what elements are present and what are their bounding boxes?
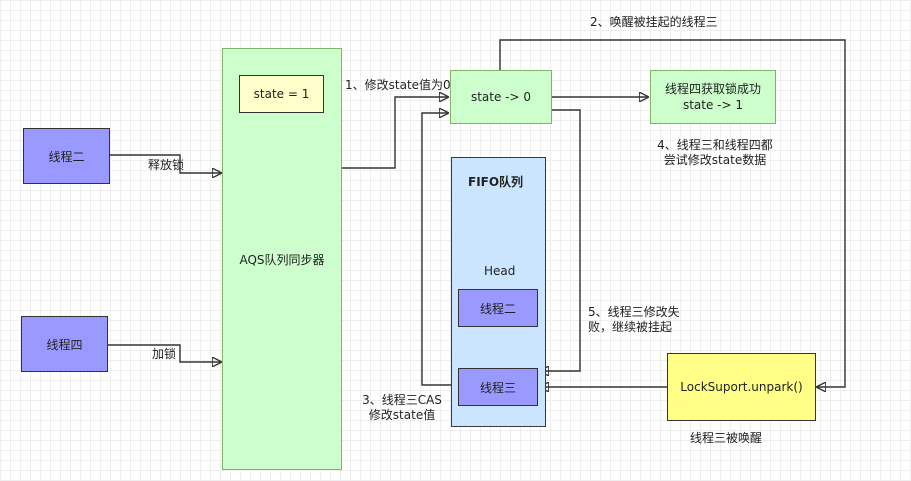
step5-label: 5、线程三修改失 败，继续被挂起 xyxy=(588,305,680,335)
step4-line2: 尝试修改state数据 xyxy=(663,153,767,167)
state-to-0-label: state -> 0 xyxy=(470,90,532,104)
step3-line1: 3、线程三CAS xyxy=(362,393,442,407)
step2-label: 2、唤醒被挂起的线程三 xyxy=(590,15,718,29)
thread3-woken-label: 线程三被唤醒 xyxy=(690,431,763,445)
state-to-0-box: state -> 0 xyxy=(450,70,552,124)
aqs-label: AQS队列同步器 xyxy=(239,252,325,267)
step3-label: 3、线程三CAS 修改state值 xyxy=(352,393,452,423)
queue-thread3-box: 线程三 xyxy=(458,368,538,406)
thread4-box: 线程四 xyxy=(21,316,108,372)
step2-arrow xyxy=(499,39,846,387)
thread4-acquire-line2: state -> 1 xyxy=(682,98,744,112)
thread2-box: 线程二 xyxy=(23,128,110,184)
thread4-acquire-line1: 线程四获取锁成功 xyxy=(664,82,761,96)
thread4-label: 线程四 xyxy=(46,337,83,352)
step4-line1: 4、线程三和线程四都 xyxy=(657,138,773,152)
step5-line1: 5、线程三修改失 xyxy=(588,305,680,319)
step4-label: 4、线程三和线程四都 尝试修改state数据 xyxy=(640,138,790,168)
aqs-box: AQS队列同步器 xyxy=(222,48,342,470)
step3-arrow xyxy=(421,113,458,386)
add-lock-label: 加锁 xyxy=(152,347,177,361)
add-lock-arrow xyxy=(108,344,221,362)
state-eq-1-label: state = 1 xyxy=(253,87,310,101)
state-eq-1-box: state = 1 xyxy=(239,75,324,113)
unpark-label: LockSuport.unpark() xyxy=(680,380,803,394)
thread2-label: 线程二 xyxy=(48,149,85,164)
step1-label: 1、修改state值为0 xyxy=(345,78,451,92)
step1-arrow xyxy=(342,97,448,169)
head-label: Head xyxy=(484,264,516,278)
unpark-box: LockSuport.unpark() xyxy=(667,353,816,421)
step5-arrow xyxy=(540,109,581,371)
queue-thread2-label: 线程二 xyxy=(479,301,516,316)
queue-thread2-box: 线程二 xyxy=(458,289,538,327)
step5-line2: 败，继续被挂起 xyxy=(588,320,673,334)
release-lock-arrow xyxy=(110,154,221,173)
thread4-acquire-box: 线程四获取锁成功 state -> 1 xyxy=(650,70,776,124)
step3-line2: 修改state值 xyxy=(368,408,436,422)
release-lock-label: 释放锁 xyxy=(148,158,185,172)
queue-thread3-label: 线程三 xyxy=(479,380,516,395)
fifo-title: FIFO队列 xyxy=(468,175,524,189)
